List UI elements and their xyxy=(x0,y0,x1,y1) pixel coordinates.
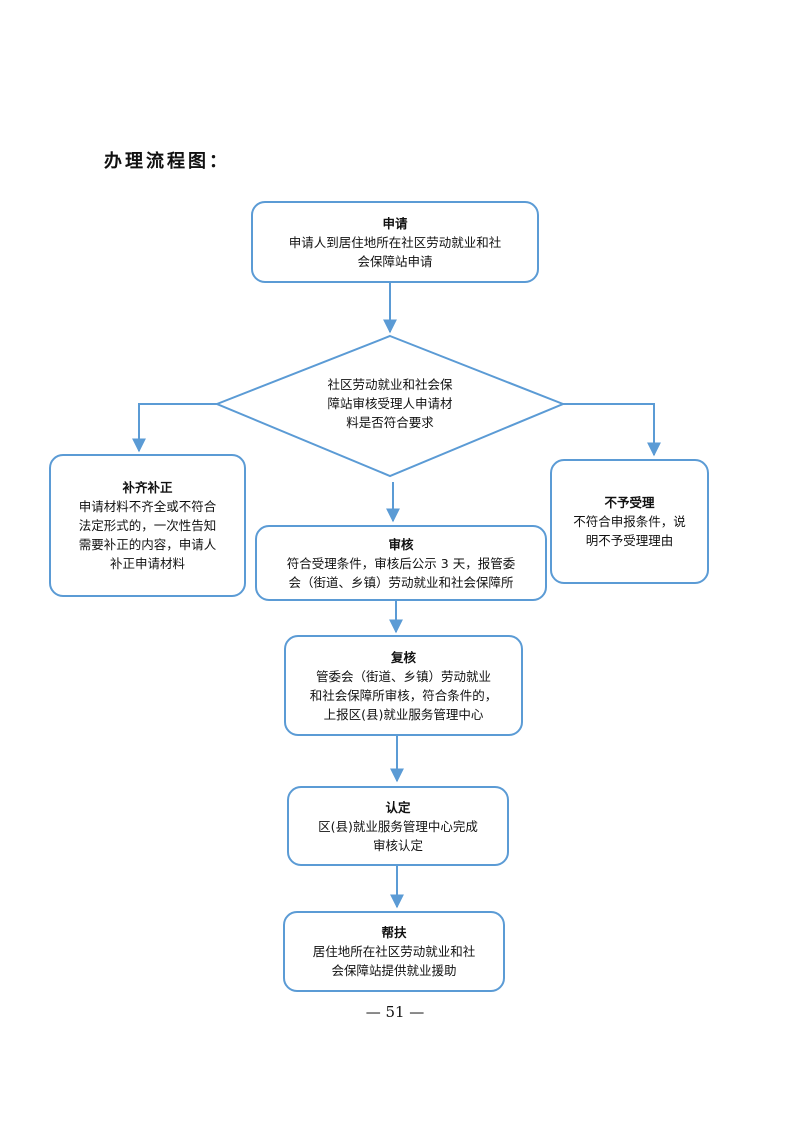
recheck-box: 复核 管委会（街道、乡镇）劳动就业 和社会保障所审核，符合条件的， 上报区(县)… xyxy=(284,635,523,736)
reject-box: 不予受理 不符合申报条件，说 明不予受理理由 xyxy=(550,459,709,584)
recheck-line: 管委会（街道、乡镇）劳动就业 xyxy=(315,668,491,684)
apply-title: 申请 xyxy=(382,215,408,231)
supplement-line: 补正申请材料 xyxy=(109,556,185,571)
assist-title: 帮扶 xyxy=(381,925,407,940)
apply-line: 会保障站申请 xyxy=(357,253,433,269)
confirm-line: 区(县)就业服务管理中心完成 xyxy=(318,818,478,834)
page-number: — 51 — xyxy=(365,1003,425,1021)
apply-box: 申请 申请人到居住地所在社区劳动就业和社 会保障站申请 xyxy=(251,201,539,283)
reject-line: 明不予受理理由 xyxy=(585,533,674,548)
review-box: 审核 符合受理条件，审核后公示 3 天，报管委 会（街道、乡镇）劳动就业和社会保… xyxy=(255,525,547,601)
review-line: 符合受理条件，审核后公示 3 天，报管委 xyxy=(286,555,516,571)
assist-box: 帮扶 居住地所在社区劳动就业和社 会保障站提供就业援助 xyxy=(283,911,505,992)
recheck-line: 上报区(县)就业服务管理中心 xyxy=(323,706,484,722)
confirm-box: 认定 区(县)就业服务管理中心完成 审核认定 xyxy=(287,786,509,866)
supplement-line: 申请材料不齐全或不符合 xyxy=(78,499,217,514)
recheck-title: 复核 xyxy=(390,649,416,665)
decision-text: 社区劳动就业和社会保 障站审核受理人申请材 料是否符合要求 xyxy=(300,375,480,432)
decision-line: 障站审核受理人申请材 xyxy=(327,396,453,411)
arrow-decision-to-reject xyxy=(563,403,661,457)
assist-line: 会保障站提供就业援助 xyxy=(331,963,457,978)
reject-line: 不符合申报条件，说 xyxy=(573,514,686,529)
arrow-decision-to-supplement xyxy=(132,403,217,453)
confirm-line: 审核认定 xyxy=(372,837,423,853)
supplement-line: 需要补正的内容，申请人 xyxy=(78,537,217,552)
recheck-line: 和社会保障所审核，符合条件的， xyxy=(309,687,498,703)
decision-line: 料是否符合要求 xyxy=(346,415,434,430)
assist-line: 居住地所在社区劳动就业和社 xyxy=(312,944,476,959)
supplement-box: 补齐补正 申请材料不齐全或不符合 法定形式的，一次性告知 需要补正的内容，申请人… xyxy=(49,454,246,597)
confirm-title: 认定 xyxy=(385,799,411,815)
page-heading: 办理流程图： xyxy=(104,151,230,172)
decision-line: 社区劳动就业和社会保 xyxy=(327,377,453,392)
apply-line: 申请人到居住地所在社区劳动就业和社 xyxy=(288,234,502,250)
decision-diamond xyxy=(214,334,566,478)
review-title: 审核 xyxy=(388,536,414,552)
reject-title: 不予受理 xyxy=(604,495,655,510)
review-line: 会（街道、乡镇）劳动就业和社会保障所 xyxy=(288,574,514,590)
supplement-title: 补齐补正 xyxy=(122,480,173,495)
supplement-line: 法定形式的，一次性告知 xyxy=(78,518,217,533)
